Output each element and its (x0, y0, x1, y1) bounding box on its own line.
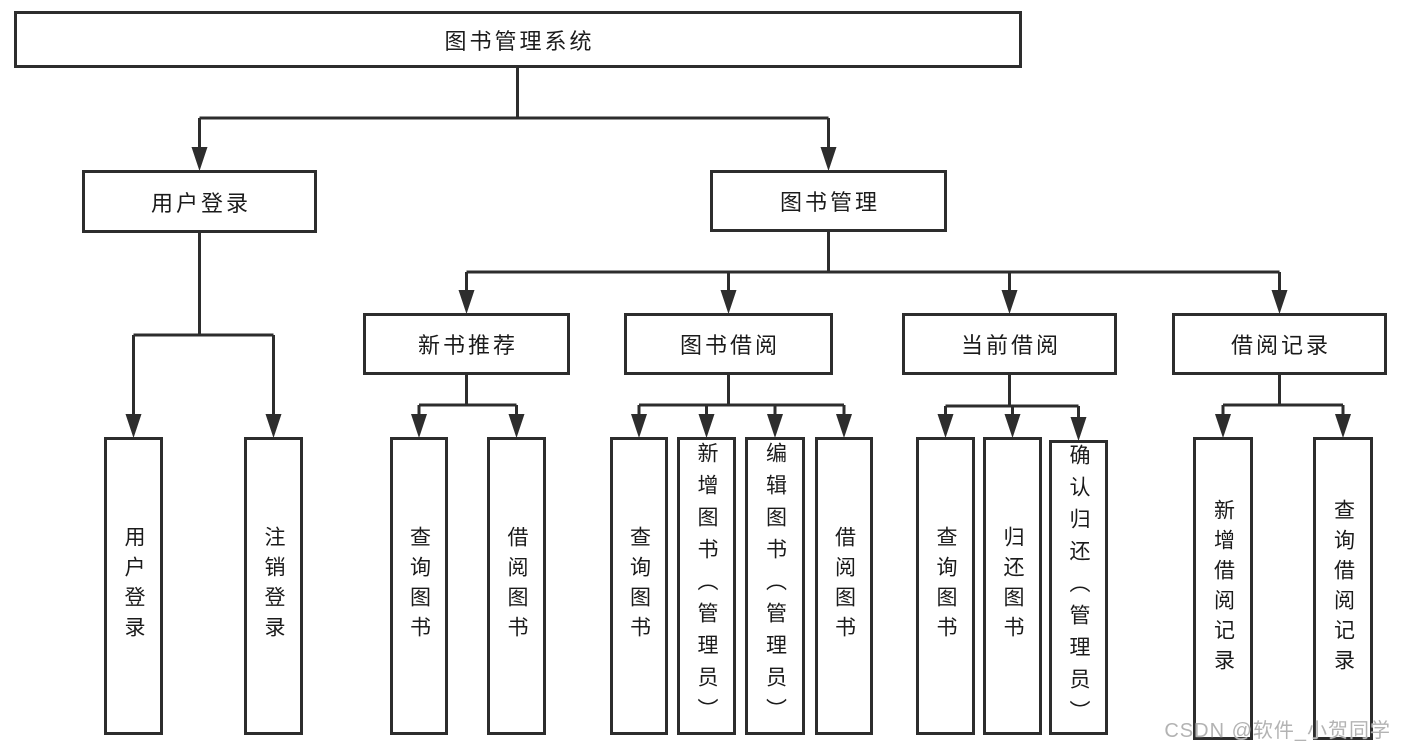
leaf-recommend-borrow-books: 借阅图书 (487, 437, 546, 735)
node-current-borrow: 当前借阅 (902, 313, 1117, 375)
leaf-borrow-add-books-admin: 新增图书（管理员） (677, 437, 736, 735)
leaf-current-confirm-return-admin: 确认归还（管理员） (1049, 440, 1108, 735)
node-user-login: 用户登录 (82, 170, 317, 233)
leaf-user-login: 用户登录 (104, 437, 163, 735)
leaf-logout: 注销登录 (244, 437, 303, 735)
leaf-borrow-borrow-books: 借阅图书 (815, 437, 873, 735)
leaf-borrow-edit-books-admin: 编辑图书（管理员） (745, 437, 805, 735)
leaf-records-add-record: 新增借阅记录 (1193, 437, 1253, 740)
node-borrow-records: 借阅记录 (1172, 313, 1387, 375)
node-book-management: 图书管理 (710, 170, 947, 232)
leaf-current-return-books: 归还图书 (983, 437, 1042, 735)
leaf-records-query-record: 查询借阅记录 (1313, 437, 1373, 740)
leaf-borrow-query-books: 查询图书 (610, 437, 668, 735)
leaf-current-query-books: 查询图书 (916, 437, 975, 735)
leaf-recommend-query-books: 查询图书 (390, 437, 448, 735)
watermark: CSDN @软件_小贺同学 (1164, 720, 1391, 742)
node-book-borrow: 图书借阅 (624, 313, 833, 375)
root-node-library-system: 图书管理系统 (14, 11, 1022, 68)
node-new-book-recommend: 新书推荐 (363, 313, 570, 375)
